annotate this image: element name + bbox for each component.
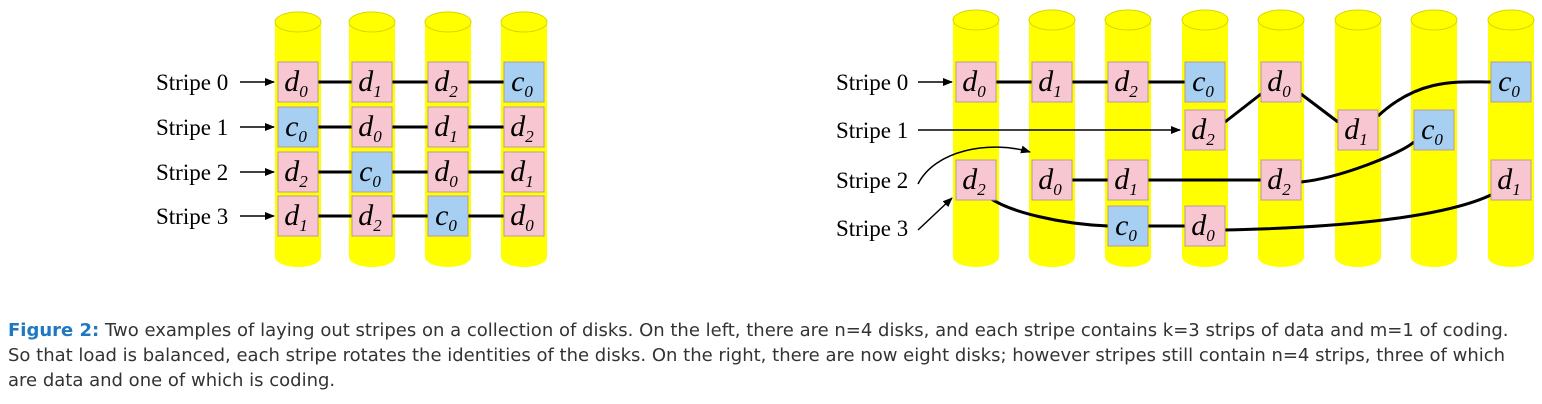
strip-block-c0: c0 (351, 151, 393, 193)
figure-label: Figure 2: (8, 320, 100, 341)
stripe-label: Stripe 0 (156, 70, 228, 95)
strip-block-d0: d0 (955, 61, 997, 103)
strip-block-d2: d2 (1260, 159, 1302, 201)
stripe-link (989, 196, 1109, 228)
strip-block-c0: c0 (1490, 61, 1532, 103)
strip-block-d0: d0 (351, 106, 393, 148)
strip-block-d1: d1 (1490, 159, 1532, 201)
stripe-link (1300, 140, 1415, 184)
strip-block-d0: d0 (1031, 159, 1073, 201)
strip-block-d2: d2 (1184, 109, 1226, 151)
stripe-link (1224, 92, 1262, 124)
block-label: d2 (962, 163, 986, 199)
strip-block-d1: d1 (1031, 61, 1073, 103)
stripe-label: Stripe 2 (156, 160, 228, 185)
stripe-label: Stripe 3 (836, 216, 908, 241)
stripe-link (1224, 192, 1494, 232)
strip-block-c0: c0 (1107, 205, 1149, 247)
stripe-label: Stripe 1 (836, 118, 908, 143)
strip-block-d2: d2 (351, 195, 393, 237)
strip-block-d1: d1 (503, 151, 545, 193)
stripe-link (1300, 92, 1339, 124)
strip-block-c0: c0 (503, 61, 545, 103)
strip-block-d2: d2 (503, 106, 545, 148)
strip-block-d1: d1 (1337, 109, 1379, 151)
strip-block-d2: d2 (277, 151, 319, 193)
strip-block-d2: d2 (955, 159, 997, 201)
stripe-label: Stripe 3 (156, 204, 228, 229)
stripe-label: Stripe 0 (836, 70, 908, 95)
strip-block-c0: c0 (1413, 109, 1455, 151)
strip-block-d0: d0 (1184, 205, 1226, 247)
disk-cylinder (1487, 9, 1535, 267)
strip-block-d1: d1 (277, 195, 319, 237)
strip-block-c0: c0 (277, 106, 319, 148)
strip-block-d0: d0 (503, 195, 545, 237)
disk-cylinder (952, 9, 1000, 267)
strip-block-d1: d1 (427, 106, 469, 148)
strip-block-c0: c0 (1184, 61, 1226, 103)
figure-caption: Figure 2: Two examples of laying out str… (8, 318, 1528, 393)
disk-cylinder (1028, 9, 1076, 267)
stripe-label: Stripe 2 (836, 168, 908, 193)
strip-block-d2: d2 (427, 61, 469, 103)
strip-block-d0: d0 (1260, 61, 1302, 103)
figure-caption-text: Two examples of laying out stripes on a … (8, 320, 1509, 391)
stripe-arrow (917, 145, 1031, 185)
strip-block-d2: d2 (1107, 61, 1149, 103)
strip-block-d1: d1 (351, 61, 393, 103)
stripe-arrow (917, 197, 953, 231)
strip-block-d0: d0 (277, 61, 319, 103)
strip-block-d1: d1 (1107, 159, 1149, 201)
disk-cylinder (1257, 9, 1305, 267)
stripe-link (1376, 80, 1492, 118)
strip-block-d0: d0 (427, 151, 469, 193)
stripe-label: Stripe 1 (156, 115, 228, 140)
strip-block-c0: c0 (427, 195, 469, 237)
